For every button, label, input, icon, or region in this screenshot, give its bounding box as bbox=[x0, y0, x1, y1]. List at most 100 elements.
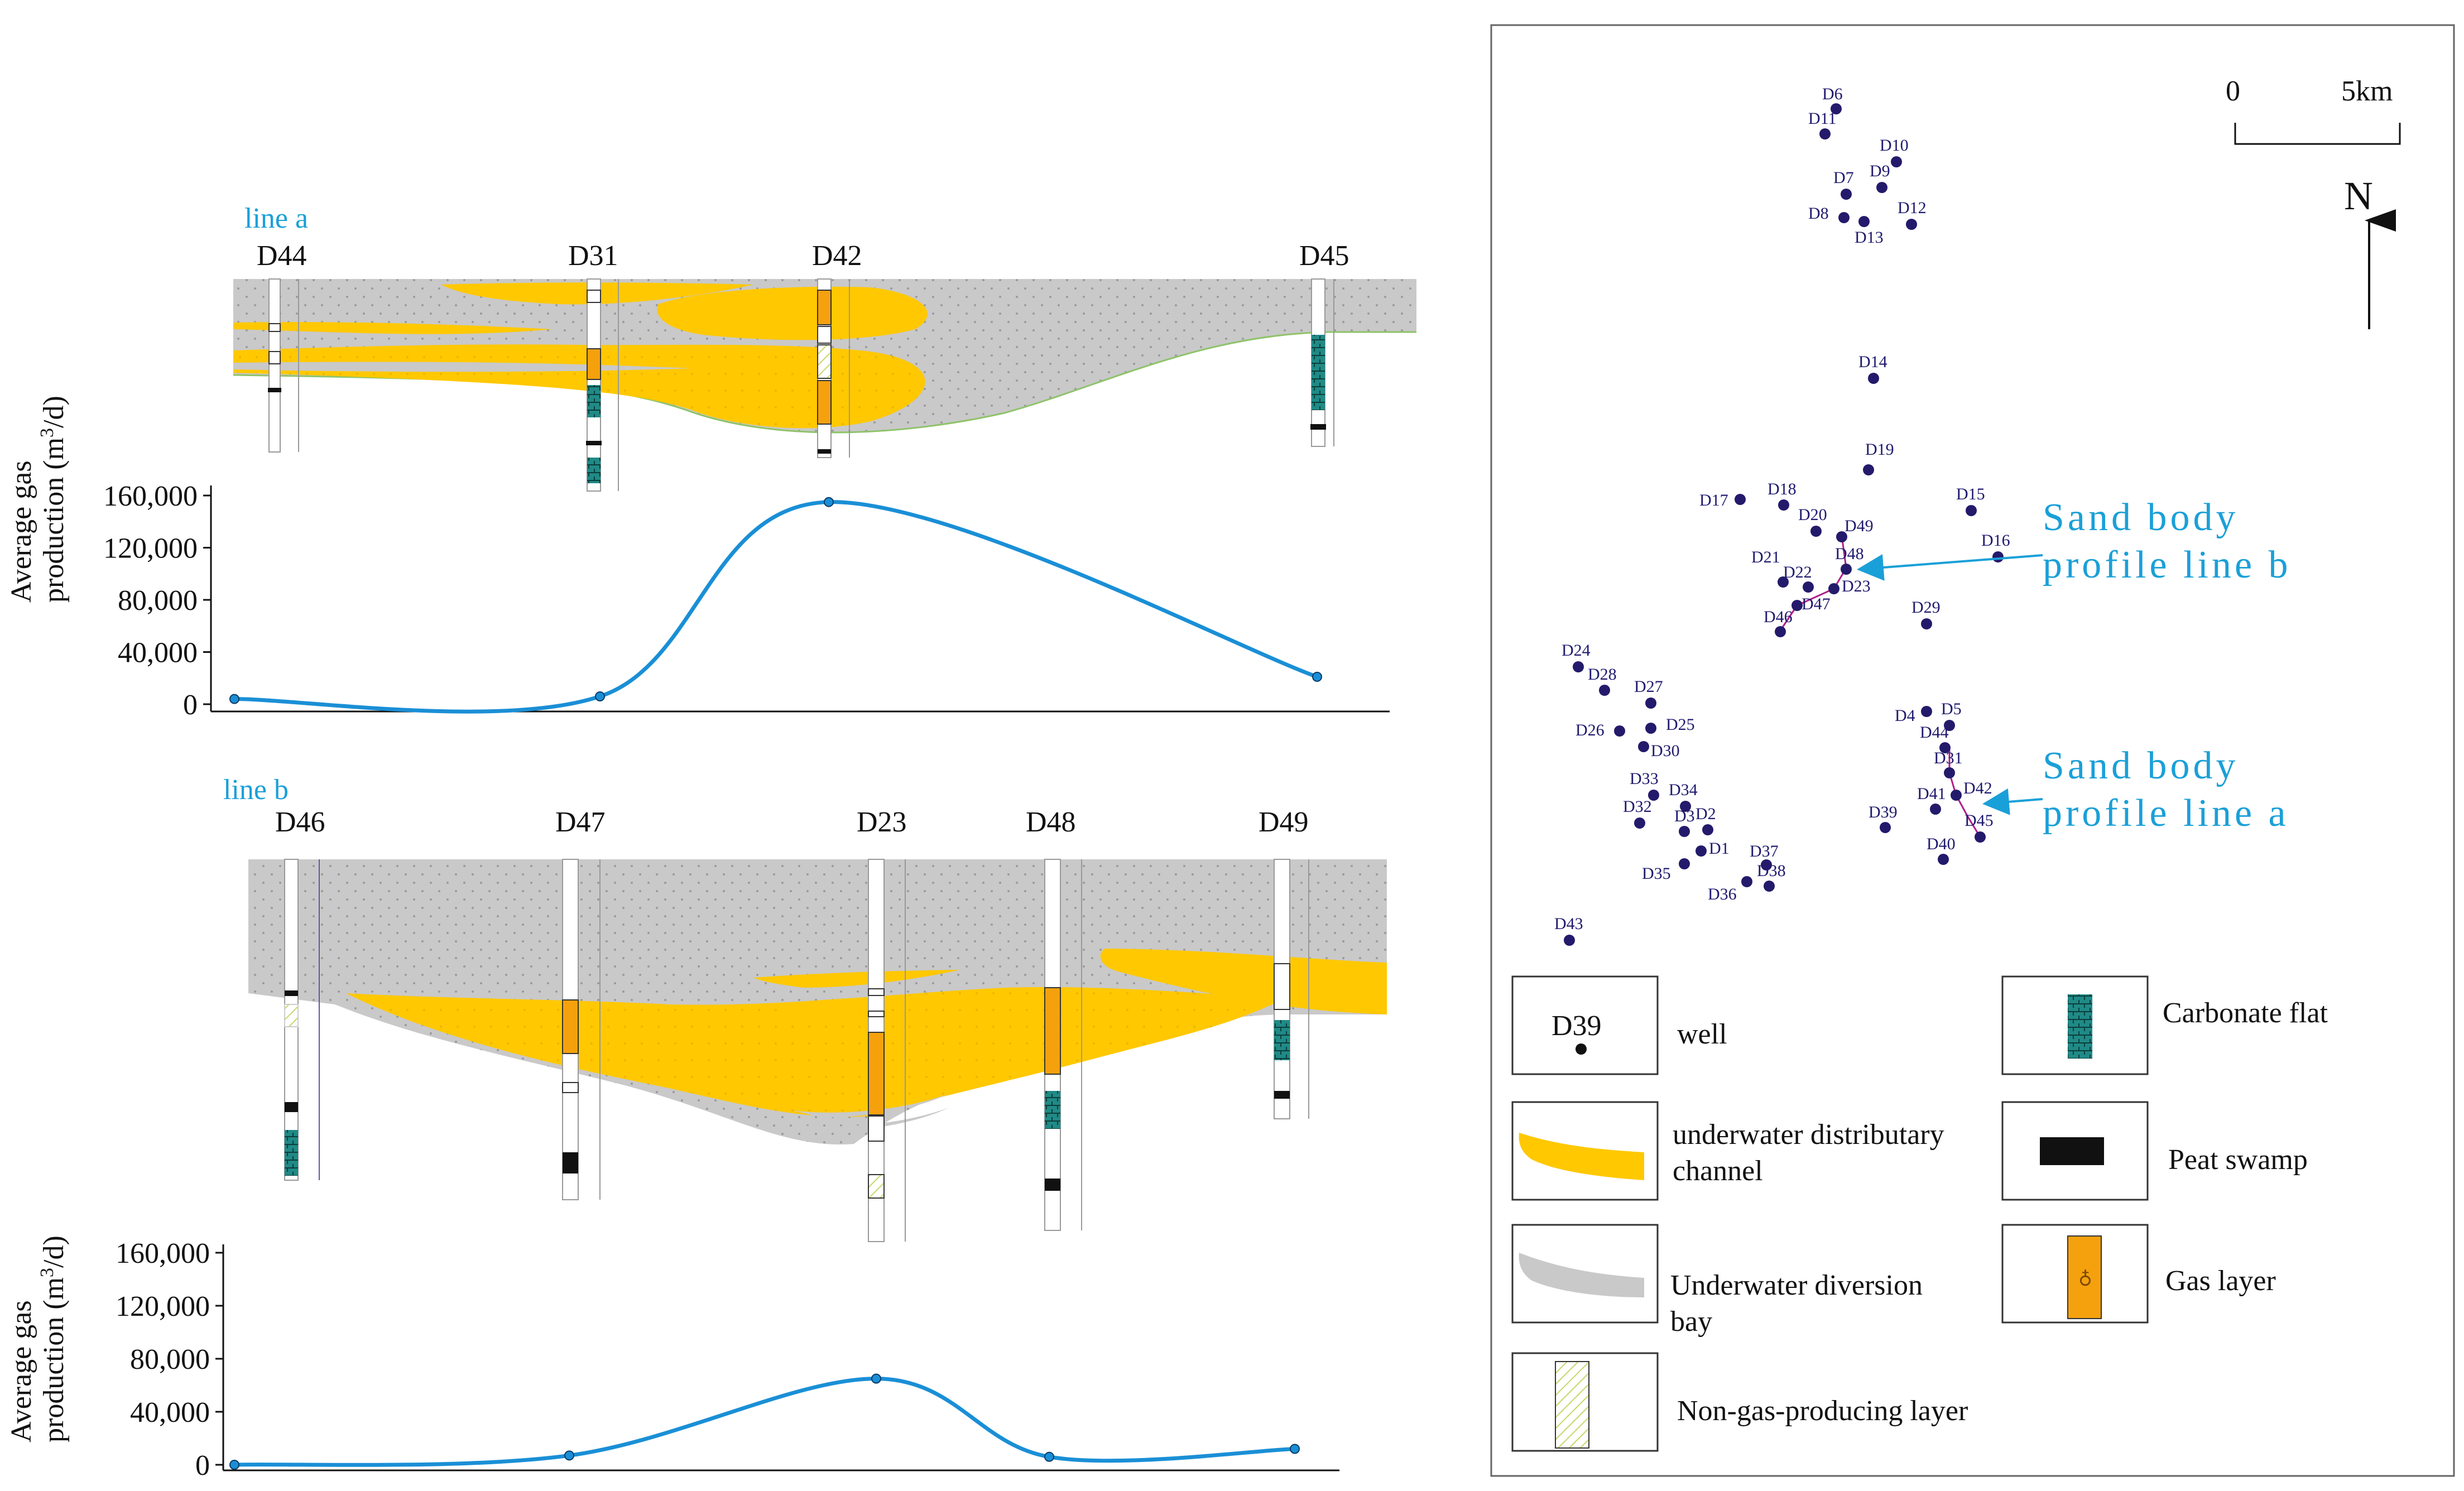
map-well-d40: D40 bbox=[1927, 835, 1956, 865]
map-well-d22: D22 bbox=[1783, 563, 1814, 593]
svg-text:bay: bay bbox=[1670, 1306, 1712, 1338]
map-well-d8: D8 bbox=[1808, 204, 1850, 223]
svg-text:D17: D17 bbox=[1699, 491, 1728, 509]
well-title-d47: D47 bbox=[555, 806, 606, 838]
map-well-d46: D46 bbox=[1764, 608, 1793, 637]
svg-text:D23: D23 bbox=[1842, 577, 1871, 595]
chart-b-point-d47 bbox=[564, 1450, 574, 1461]
map-well-d31: D31 bbox=[1934, 749, 1963, 778]
chart-a-ylabel-line1: Average gas bbox=[6, 460, 37, 603]
chart-a: Average gas production (m3/d) 160,000120… bbox=[6, 396, 1390, 721]
map-well-d44: D44 bbox=[1920, 723, 1951, 753]
svg-text:D37: D37 bbox=[1750, 842, 1779, 860]
svg-text:D45: D45 bbox=[1965, 811, 1994, 830]
legend-gas: ♁ Gas layer bbox=[2001, 1224, 2276, 1324]
scale-bar: 0 5km bbox=[2226, 75, 2401, 145]
map-well-d27: D27 bbox=[1634, 677, 1663, 709]
svg-text:D48: D48 bbox=[1835, 545, 1864, 563]
well-title-d46: D46 bbox=[275, 806, 325, 838]
chart-b-ylabel-line2: production (m3/d) bbox=[37, 1235, 70, 1442]
line-a-title: line a bbox=[244, 203, 308, 234]
map-well-d12: D12 bbox=[1898, 199, 1927, 230]
chart-a-ytick-label: 0 bbox=[183, 689, 198, 721]
callout-profile-b: Sand body profile line b bbox=[1857, 496, 2288, 586]
svg-text:D39: D39 bbox=[1552, 1010, 1602, 1042]
map-well-d13: D13 bbox=[1855, 216, 1884, 247]
well-title-d44: D44 bbox=[257, 240, 307, 272]
svg-text:D42: D42 bbox=[1963, 779, 1992, 797]
map-well-d41: D41 bbox=[1917, 785, 1946, 815]
map-well-d25: D25 bbox=[1645, 715, 1695, 734]
map-well-d35: D35 bbox=[1642, 858, 1690, 883]
chart-b-ytick-label: 80,000 bbox=[130, 1344, 210, 1375]
svg-text:D18: D18 bbox=[1767, 480, 1797, 498]
chart-a-ytick-label: 40,000 bbox=[118, 637, 198, 669]
chart-b-point-d46 bbox=[229, 1460, 239, 1470]
chart-b-ytick-label: 120,000 bbox=[116, 1291, 210, 1322]
sand-stripe-a bbox=[233, 362, 692, 372]
svg-text:D34: D34 bbox=[1669, 781, 1698, 799]
map-well-d10: D10 bbox=[1880, 136, 1909, 167]
svg-text:D47: D47 bbox=[1802, 595, 1831, 613]
well-title-d31: D31 bbox=[568, 240, 618, 272]
svg-text:D21: D21 bbox=[1751, 548, 1780, 566]
svg-text:D15: D15 bbox=[1956, 485, 1985, 503]
section-a: line a D44 D31 D42 D45 bbox=[233, 203, 1416, 492]
map-well-d5: D5 bbox=[1941, 700, 1962, 731]
svg-text:Non-gas-producing layer: Non-gas-producing layer bbox=[1677, 1395, 1968, 1427]
svg-text:D31: D31 bbox=[1934, 749, 1963, 767]
map-well-d21: D21 bbox=[1751, 548, 1789, 588]
chart-a-ytick-label: 120,000 bbox=[103, 533, 198, 565]
chart-b-point-d23 bbox=[871, 1373, 881, 1384]
map-well-d17: D17 bbox=[1699, 491, 1746, 509]
svg-text:D8: D8 bbox=[1808, 204, 1829, 223]
map-well-d34: D34 bbox=[1669, 781, 1698, 812]
svg-text:Carbonate flat: Carbonate flat bbox=[2163, 997, 2328, 1029]
well-column-d23 bbox=[868, 859, 906, 1242]
svg-text:D14: D14 bbox=[1858, 353, 1887, 371]
svg-text:D28: D28 bbox=[1588, 665, 1617, 684]
callout-profile-a: Sand body profile line a bbox=[1982, 744, 2286, 835]
chart-a-ytick-label: 80,000 bbox=[118, 585, 198, 617]
well-column-d31 bbox=[586, 278, 619, 492]
chart-b-ytick-label: 0 bbox=[195, 1450, 210, 1482]
map-well-d47: D47 bbox=[1791, 595, 1831, 613]
map-well-d43: D43 bbox=[1554, 915, 1583, 946]
map-well-d2: D2 bbox=[1695, 805, 1716, 835]
map-well-d20: D20 bbox=[1798, 506, 1827, 537]
map-well-d38: D38 bbox=[1757, 862, 1786, 892]
svg-text:D11: D11 bbox=[1808, 109, 1837, 128]
chart-a-ylabel: Average gas production (m3/d) bbox=[6, 396, 70, 603]
chart-b-ylabel-line1: Average gas bbox=[6, 1300, 37, 1442]
svg-text:D29: D29 bbox=[1911, 598, 1941, 617]
svg-text:D19: D19 bbox=[1865, 440, 1894, 459]
chart-a-point-d31 bbox=[595, 691, 605, 701]
map-wells: D6 D11 D10 D9 D7 D8 D13 D12 D14 D19 D17 … bbox=[1554, 85, 2010, 946]
well-column-d45 bbox=[1310, 278, 1334, 447]
scale-zero: 0 bbox=[2226, 75, 2240, 107]
svg-text:♁: ♁ bbox=[2078, 1267, 2092, 1288]
svg-text:D41: D41 bbox=[1917, 785, 1946, 803]
chart-b-point-d49 bbox=[1290, 1444, 1300, 1454]
sand-lens-b1 bbox=[753, 970, 960, 988]
sand-lens-b2 bbox=[770, 994, 949, 1013]
map-well-d15: D15 bbox=[1956, 485, 1985, 516]
map-well-d19: D19 bbox=[1863, 440, 1894, 475]
map-well-d14: D14 bbox=[1858, 353, 1887, 384]
svg-text:D44: D44 bbox=[1920, 723, 1949, 742]
svg-text:D6: D6 bbox=[1822, 85, 1843, 103]
svg-text:underwater distributary: underwater distributary bbox=[1673, 1119, 1944, 1151]
sand-lens-b3 bbox=[1100, 949, 1387, 1014]
svg-text:D46: D46 bbox=[1764, 608, 1793, 626]
map-well-d7: D7 bbox=[1833, 169, 1854, 200]
callout-b-line1: Sand body bbox=[2043, 496, 2239, 539]
svg-text:D20: D20 bbox=[1798, 506, 1827, 524]
legend-bay: Underwater diversion bay bbox=[1511, 1224, 1923, 1338]
svg-text:D33: D33 bbox=[1630, 769, 1659, 788]
map-well-d24: D24 bbox=[1562, 641, 1591, 672]
chart-b-ytick-label: 40,000 bbox=[130, 1397, 210, 1429]
svg-text:D43: D43 bbox=[1554, 915, 1583, 933]
svg-text:D25: D25 bbox=[1666, 715, 1695, 734]
section-b: line b D46 D47 D23 D48 D49 bbox=[223, 774, 1387, 1242]
